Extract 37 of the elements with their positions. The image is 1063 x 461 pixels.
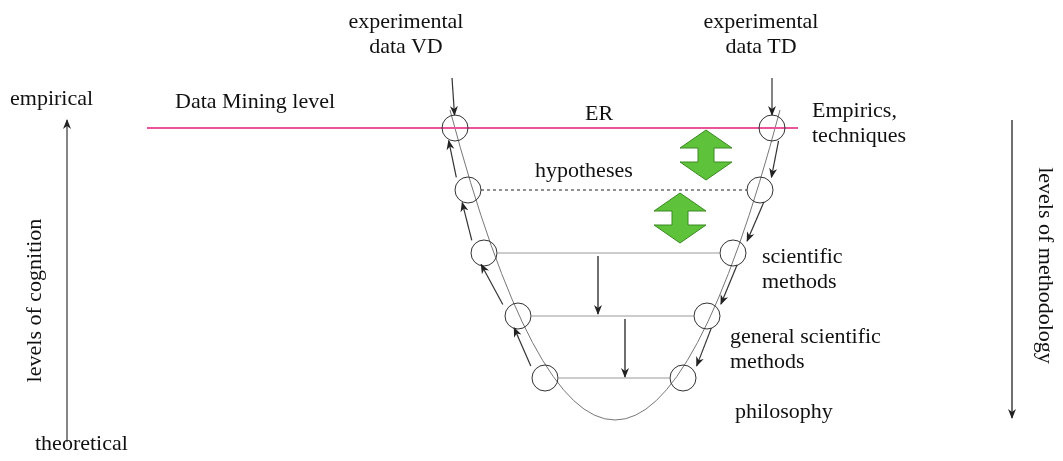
text-label: theoretical (35, 430, 128, 455)
connector-line (496, 252, 721, 254)
arrow (746, 201, 765, 242)
text-label: Empirics, techniques (812, 97, 908, 147)
level-circle (441, 114, 469, 142)
level-circle (504, 302, 532, 330)
text-label: empirical (10, 85, 94, 110)
level-circle (669, 364, 697, 392)
level-circle (758, 114, 786, 142)
arrow (480, 263, 504, 306)
level-circle (746, 176, 774, 204)
text-label: general scientific methods (730, 323, 882, 373)
arrow (720, 264, 738, 305)
annotation-text: experimental data TD (690, 8, 832, 58)
annotation-text: experimental data VD (335, 8, 477, 58)
arrow (769, 140, 780, 179)
arrow (513, 327, 532, 367)
text-label: hypotheses (535, 157, 633, 182)
level-circle (719, 239, 747, 267)
connector-line (530, 315, 695, 317)
arrow (696, 327, 712, 367)
arrow (460, 201, 473, 241)
text-label: philosophy (735, 398, 833, 423)
level-circle (693, 302, 721, 330)
level-circle (531, 364, 559, 392)
text-label: levels of methodology (1033, 166, 1059, 364)
text-label: ER (585, 100, 614, 125)
text-label: Data Mining level (175, 88, 336, 113)
connector-line (557, 377, 671, 379)
level-circle (470, 239, 498, 267)
arrow (768, 77, 776, 116)
connector-line (480, 189, 748, 191)
level-circle (454, 176, 482, 204)
arrow (449, 77, 458, 116)
text-label: levels of cognition (21, 218, 47, 382)
arrow (446, 139, 457, 178)
text-label: scientific methods (762, 243, 844, 293)
